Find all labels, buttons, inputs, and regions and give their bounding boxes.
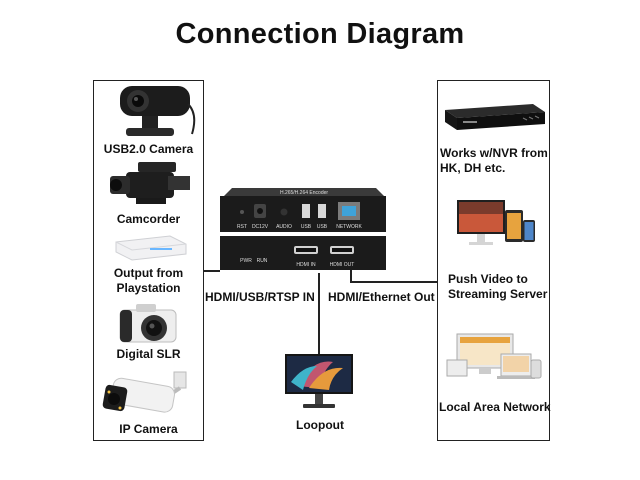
encoder-device: H.265/H.264 Encoder RST DC12V AUDIO USB … bbox=[220, 188, 386, 270]
loopout-connection-line bbox=[318, 273, 320, 354]
port-audio-label: AUDIO bbox=[276, 224, 292, 230]
hdmi-out-drop-line bbox=[350, 268, 352, 282]
encoder-panel-title: H.265/H.264 Encoder bbox=[280, 190, 328, 196]
streaming-devices-icon bbox=[457, 200, 535, 245]
led-run-label: RUN bbox=[257, 258, 268, 264]
nvr-label: Works w/NVR from HK, DH etc. bbox=[440, 146, 548, 175]
output-targets-panel bbox=[437, 80, 550, 441]
usb-camera-label: USB2.0 Camera bbox=[103, 142, 194, 156]
port-rst-label: RST bbox=[237, 224, 247, 230]
port-hdmi-out-label: HDMI OUT bbox=[330, 262, 355, 268]
diagram-title: Connection Diagram bbox=[175, 18, 465, 50]
lan-devices-icon bbox=[446, 333, 542, 379]
ip-camera-icon bbox=[102, 371, 187, 413]
led-pwr-label: PWR bbox=[240, 258, 252, 264]
playstation-label: Output from Playstation bbox=[113, 266, 184, 295]
loopout-monitor-icon bbox=[285, 354, 353, 408]
playstation-icon bbox=[115, 235, 187, 261]
streaming-label: Push Video to Streaming Server bbox=[448, 272, 548, 301]
loopout-label: Loopout bbox=[296, 418, 344, 432]
port-hdmi-in-label: HDMI IN bbox=[296, 262, 316, 268]
output-connection-label: HDMI/Ethernet Out bbox=[328, 290, 435, 304]
input-sources-panel bbox=[93, 80, 204, 441]
port-network-label: NETWORK bbox=[336, 224, 362, 230]
input-connection-label: HDMI/USB/RTSP IN bbox=[205, 290, 315, 304]
dslr-label: Digital SLR bbox=[116, 347, 181, 361]
port-dc12v-label: DC12V bbox=[252, 224, 269, 230]
port-usb1-label: USB bbox=[301, 224, 312, 230]
ip-camera-label: IP Camera bbox=[119, 422, 178, 436]
hdmi-out-link-line bbox=[350, 281, 390, 283]
port-usb2-label: USB bbox=[317, 224, 328, 230]
nvr-icon bbox=[445, 104, 545, 130]
output-connection-line bbox=[389, 281, 437, 283]
camcorder-icon bbox=[110, 162, 190, 204]
usb-camera-icon bbox=[120, 86, 196, 136]
camcorder-label: Camcorder bbox=[116, 212, 181, 226]
lan-label: Local Area Network bbox=[439, 400, 551, 414]
input-connection-line bbox=[204, 270, 220, 272]
dslr-icon bbox=[119, 304, 177, 343]
